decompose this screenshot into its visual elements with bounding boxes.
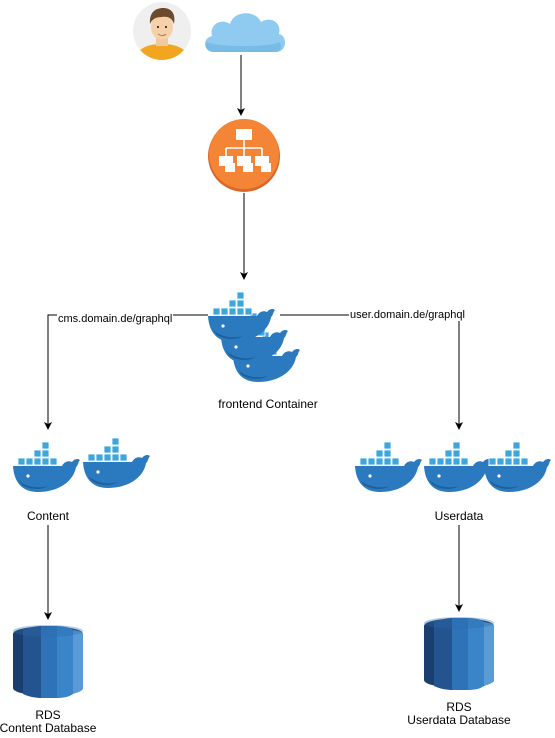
rds-userdata-title: RDS <box>446 700 472 714</box>
docker-whale-icon <box>354 441 423 493</box>
edge-label-content: cms.domain.de/graphql <box>57 313 174 325</box>
rds-content-title: RDS <box>35 708 61 722</box>
load-balancer-icon <box>208 119 280 192</box>
edge-frontend-to-content <box>44 314 208 430</box>
userdata-label: Userdata <box>434 509 484 523</box>
cloud-icon <box>205 13 286 52</box>
user-avatar-icon <box>133 2 191 60</box>
rds-content-database-icon <box>13 625 83 698</box>
rds-userdata-subtitle: Userdata Database <box>407 713 511 727</box>
docker-whale-icon <box>483 441 552 493</box>
docker-whale-icon <box>82 437 151 489</box>
rds-userdata-database-icon <box>424 617 494 690</box>
rds-content-subtitle: Content Database <box>0 721 97 735</box>
frontend-label: frontend Container <box>218 397 318 411</box>
content-docker-group <box>12 437 151 493</box>
edge-label-userdata: user.domain.de/graphql <box>349 309 466 321</box>
edge-frontend-to-userdata <box>280 314 463 430</box>
userdata-docker-group <box>354 441 552 493</box>
frontend-docker-group <box>207 291 301 383</box>
docker-whale-icon <box>423 441 492 493</box>
docker-whale-icon <box>12 441 81 493</box>
content-label: Content <box>26 509 70 523</box>
